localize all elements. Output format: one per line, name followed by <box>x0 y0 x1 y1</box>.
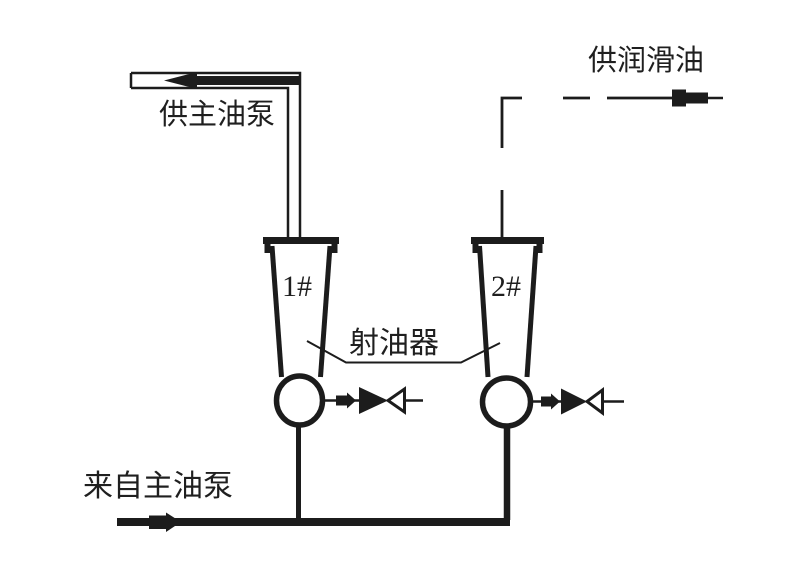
ejector-1-side-right <box>318 245 333 378</box>
label-ejector-2-number: 2# <box>491 270 521 303</box>
label-ejector-1-number: 1# <box>282 270 312 303</box>
ejector-2-valve <box>531 387 624 416</box>
valve-1-filled-triangle-icon <box>359 387 388 414</box>
left-flow-arrow-icon <box>164 72 197 89</box>
main-oil-supply-line <box>117 512 510 532</box>
feed-corner-dash <box>500 96 522 148</box>
pipe-inner-line <box>131 86 290 237</box>
ejector-2-side-left <box>477 245 491 378</box>
ejector-1-body <box>263 237 339 378</box>
pipe-outer-line <box>131 71 302 237</box>
ejector-1-nozzle-circle <box>273 373 326 428</box>
main-pump-outlet-pipe <box>129 71 302 237</box>
ejector-label-leader-line <box>306 340 501 364</box>
label-supply-lubricating-oil: 供润滑油 <box>588 45 705 77</box>
ejector-1-side-left <box>269 245 284 378</box>
valve-2-open-triangle-icon <box>584 387 604 416</box>
valve-1-flow-arrow-icon <box>336 392 356 409</box>
valve-1-open-triangle-icon <box>385 386 406 415</box>
ejector-2-feed-dashed-line <box>500 96 522 238</box>
label-supply-main-oil-pump: 供主油泵 <box>159 99 276 131</box>
lube-oil-outlet-line <box>563 89 723 107</box>
valve-2-filled-triangle-icon <box>561 388 587 415</box>
ejector-2-body <box>471 237 544 378</box>
valve-2-flow-arrow-icon <box>541 393 560 410</box>
label-from-main-oil-pump: 来自主油泵 <box>83 470 233 503</box>
ejector-2-nozzle-circle <box>479 375 534 429</box>
supply-flow-arrow-icon <box>149 512 181 532</box>
label-oil-ejector: 射油器 <box>349 327 439 360</box>
ejector-1-valve <box>322 386 423 415</box>
pipe-flow-bar <box>196 76 300 85</box>
ejector-2-side-right <box>524 245 539 378</box>
right-flow-arrow-icon <box>672 89 708 107</box>
